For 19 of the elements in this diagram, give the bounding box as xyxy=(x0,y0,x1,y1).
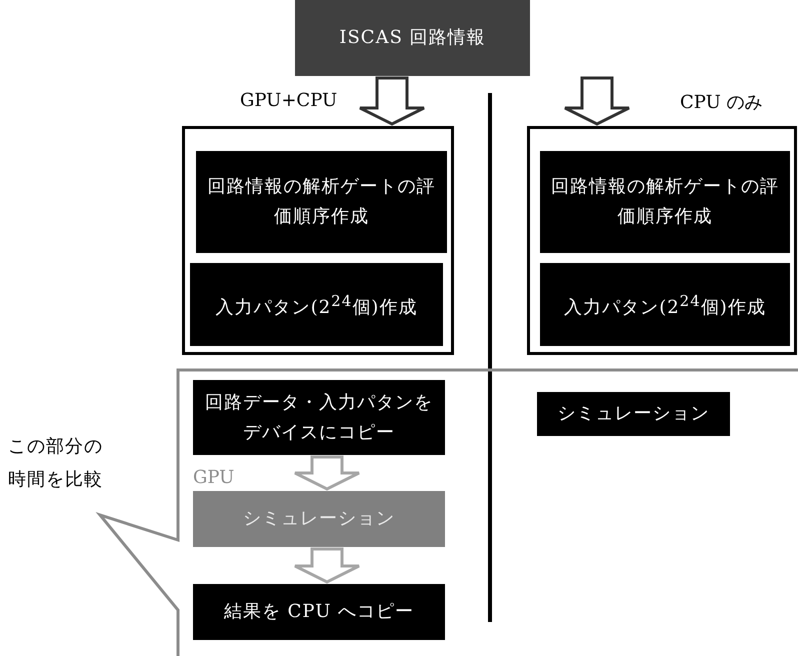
block-arrow xyxy=(358,76,426,126)
group-frame xyxy=(527,126,797,355)
process-box: 回路情報の解析ゲートの評価順序作成 xyxy=(196,151,447,253)
process-box: 入力パタン(2$^{24}$個)作成 xyxy=(190,263,443,346)
side-label: GPU xyxy=(193,467,234,488)
process-box: シミュレーション xyxy=(537,392,730,436)
title-box: ISCAS 回路情報 xyxy=(295,0,530,76)
callout-text: この部分の時間を比較 xyxy=(8,435,104,492)
process-box: 回路情報の解析ゲートの評価順序作成 xyxy=(540,151,790,253)
process-box: 回路データ・入力パタンをデバイスにコピー xyxy=(193,380,445,455)
block-arrow xyxy=(294,548,360,584)
group-frame xyxy=(182,126,454,355)
block-arrow xyxy=(294,456,360,491)
process-box: 入力パタン(2$^{24}$個)作成 xyxy=(540,263,790,346)
process-box: 結果を CPU へコピー xyxy=(193,584,445,640)
group-heading: GPU+CPU xyxy=(240,90,338,111)
group-heading: CPU のみ xyxy=(680,91,762,114)
process-box: シミュレーション xyxy=(193,491,445,547)
block-arrow xyxy=(564,76,630,126)
